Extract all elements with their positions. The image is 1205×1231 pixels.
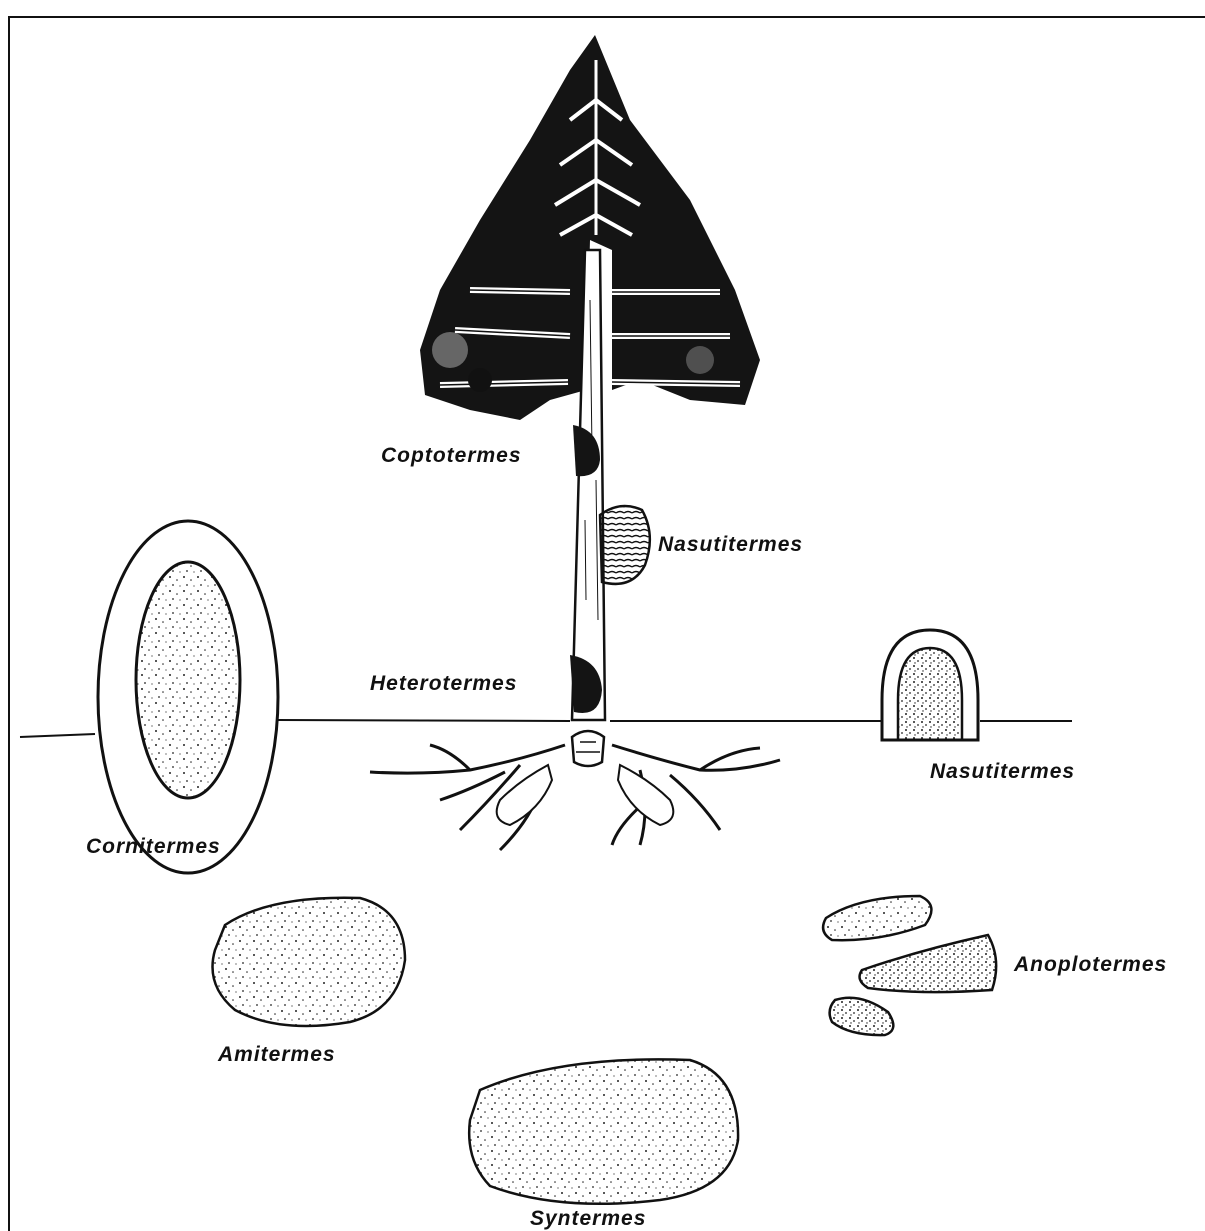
label-cornitermes: Cornitermes (86, 835, 221, 859)
label-nasutitermes-tree: Nasutitermes (658, 533, 803, 557)
label-anoplotermes: Anoplotermes (1014, 953, 1167, 977)
tree-roots (370, 731, 780, 850)
nasutitermes-mound (882, 630, 978, 740)
label-heterotermes: Heterotermes (370, 672, 517, 696)
label-coptotermes: Coptotermes (381, 444, 522, 468)
cornitermes-mound (98, 521, 278, 873)
label-syntermes: Syntermes (530, 1207, 646, 1231)
syntermes-nest (469, 1059, 738, 1203)
label-nasutitermes-mound: Nasutitermes (930, 760, 1075, 784)
label-amitermes: Amitermes (218, 1043, 336, 1067)
arboreal-nest (600, 506, 650, 584)
anoplotermes-nests (823, 896, 996, 1035)
amitermes-nest (213, 898, 406, 1026)
